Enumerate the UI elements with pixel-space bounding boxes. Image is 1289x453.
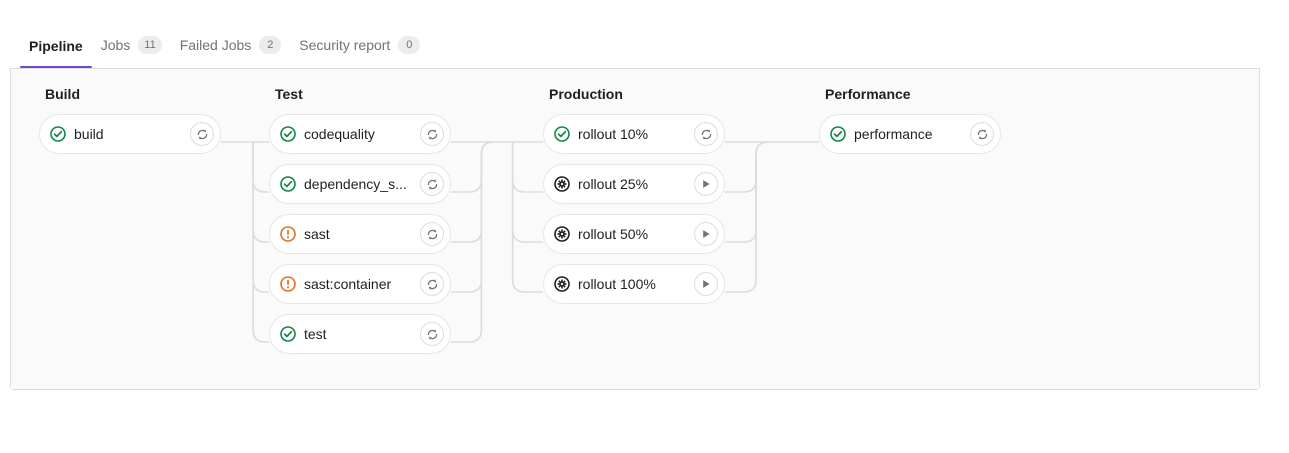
pipeline-stages: Build build Test codequality (11, 70, 1259, 389)
pipeline-stage: Build build (39, 86, 221, 164)
job-name: rollout 10% (578, 126, 649, 142)
status-manual-icon (554, 176, 570, 192)
retry-icon (427, 328, 437, 340)
status-success-icon (280, 176, 296, 192)
retry-icon (427, 178, 437, 190)
status-success-icon (280, 126, 296, 142)
job-name: sast (304, 226, 330, 242)
status-manual-icon (554, 276, 570, 292)
job-retry-button[interactable] (970, 122, 994, 146)
pipeline-stage: Production rollout 10% rollout 25% (543, 86, 725, 314)
status-success-icon (50, 126, 66, 142)
job-name: codequality (304, 126, 375, 142)
pipeline-job[interactable]: dependency_s... (269, 164, 451, 204)
job-retry-button[interactable] (190, 122, 214, 146)
job-retry-button[interactable] (420, 172, 444, 196)
stage-title: Build (45, 86, 80, 102)
tab-label: Jobs (100, 37, 131, 53)
stage-title: Performance (825, 86, 911, 102)
pipeline-stage: Test codequality dependency_s... (269, 86, 451, 364)
job-name: rollout 25% (578, 176, 649, 192)
retry-icon (197, 128, 207, 140)
tab-label: Pipeline (29, 38, 83, 54)
retry-icon (427, 128, 437, 140)
play-icon (703, 180, 710, 188)
tab-count-badge: 11 (138, 36, 162, 54)
retry-icon (427, 278, 437, 290)
tab-label: Failed Jobs (179, 37, 252, 53)
job-retry-button[interactable] (420, 272, 444, 296)
job-retry-button[interactable] (420, 122, 444, 146)
play-icon (703, 280, 710, 288)
job-name: sast:container (304, 276, 392, 292)
pipeline-job[interactable]: rollout 100% (543, 264, 725, 304)
pipeline-stage: Performance performance (819, 86, 1001, 164)
pipeline-job[interactable]: test (269, 314, 451, 354)
pipeline-job[interactable]: rollout 25% (543, 164, 725, 204)
job-name: rollout 50% (578, 226, 649, 242)
pipeline-job[interactable]: performance (819, 114, 1001, 154)
stage-title: Test (275, 86, 303, 102)
job-name: dependency_s... (304, 176, 407, 192)
status-manual-icon (554, 226, 570, 242)
status-success-icon (554, 126, 570, 142)
job-name: performance (854, 126, 933, 142)
pipeline-job[interactable]: rollout 10% (543, 114, 725, 154)
play-icon (703, 230, 710, 238)
pipeline-tabs: Pipeline Jobs 11 Failed Jobs 2 Security repor… (10, 6, 1260, 69)
tab-count-badge: 0 (398, 36, 421, 54)
job-retry-button[interactable] (420, 222, 444, 246)
retry-icon (427, 228, 437, 240)
job-play-button[interactable] (694, 172, 718, 196)
tab-label: Security report (299, 37, 391, 53)
retry-icon (701, 128, 711, 140)
tab-failed-jobs[interactable]: Failed Jobs 2 (171, 36, 291, 68)
stage-title: Production (549, 86, 623, 102)
pipeline-job[interactable]: rollout 50% (543, 214, 725, 254)
pipeline-graph-panel: Build build Test codequality (11, 70, 1259, 389)
pipeline-job[interactable]: sast (269, 214, 451, 254)
tab-jobs[interactable]: Jobs 11 (92, 36, 171, 68)
tab-count-badge: 2 (259, 36, 282, 54)
pipeline-job[interactable]: sast:container (269, 264, 451, 304)
retry-icon (977, 128, 987, 140)
job-retry-button[interactable] (694, 122, 718, 146)
job-name: test (304, 326, 327, 342)
job-play-button[interactable] (694, 222, 718, 246)
tab-pipeline[interactable]: Pipeline (20, 38, 92, 68)
job-play-button[interactable] (694, 272, 718, 296)
status-success-icon (280, 326, 296, 342)
status-warning-icon (280, 226, 296, 242)
status-success-icon (830, 126, 846, 142)
pipeline-job[interactable]: codequality (269, 114, 451, 154)
job-name: rollout 100% (578, 276, 656, 292)
tab-security-report[interactable]: Security report 0 (290, 36, 429, 68)
status-warning-icon (280, 276, 296, 292)
job-name: build (74, 126, 104, 142)
job-retry-button[interactable] (420, 322, 444, 346)
pipeline-job[interactable]: build (39, 114, 221, 154)
